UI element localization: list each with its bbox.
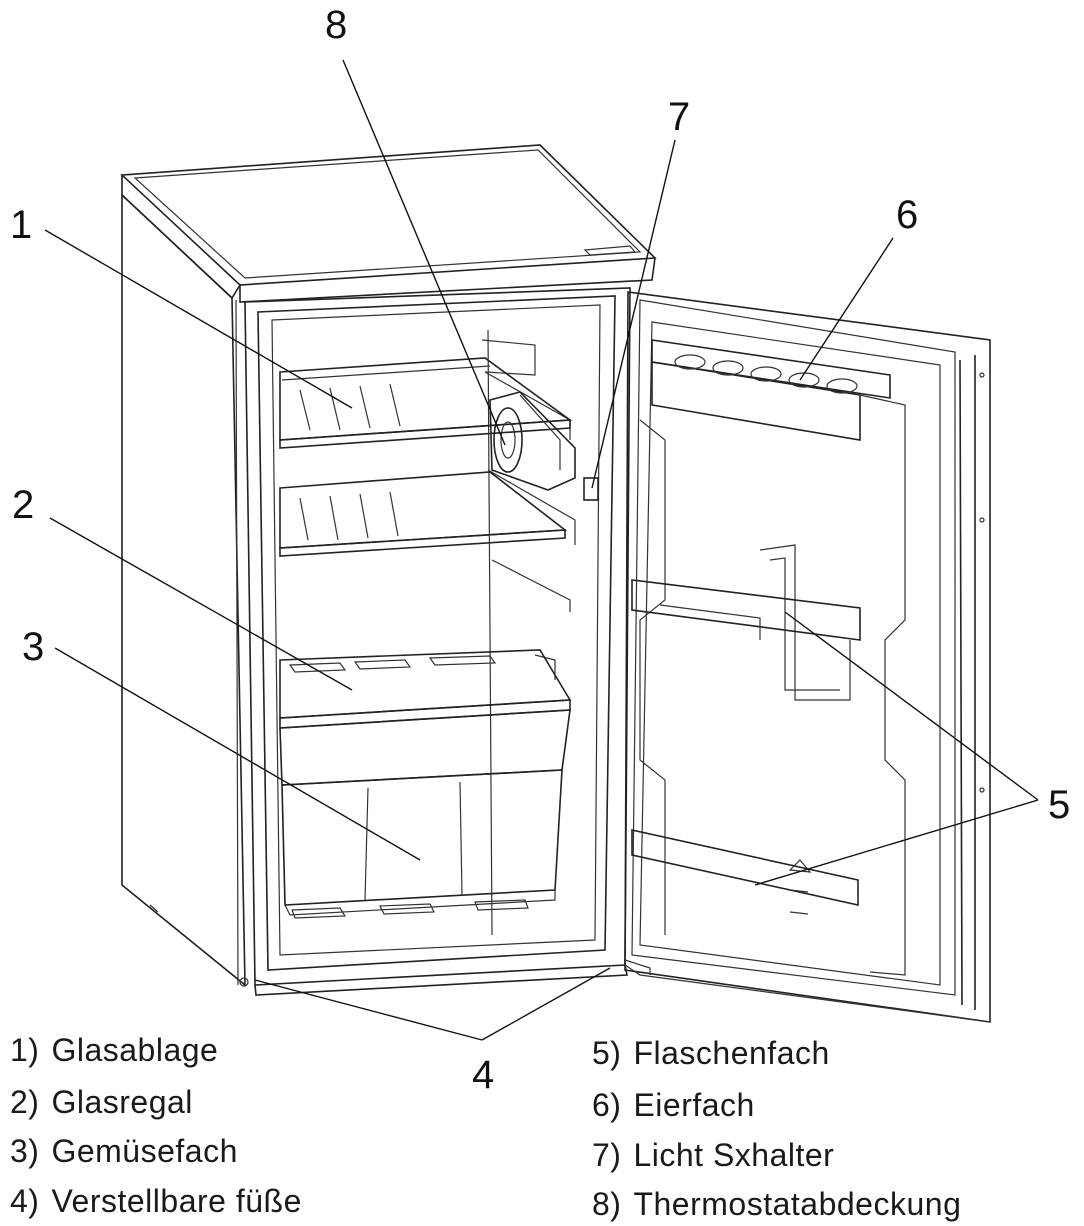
leader-4b [481, 967, 611, 1041]
cabinet-top [120, 144, 657, 303]
thermostat-cover [489, 391, 576, 491]
cabinet-frame [244, 287, 631, 996]
leader-5b [754, 799, 1039, 886]
bottle-shelf-upper [631, 579, 861, 641]
legend-item-label: Glasregal [51, 1084, 193, 1120]
legend-item-4: 4) Verstellbare füße [10, 1183, 302, 1220]
legend-item-7: 7) Licht Sxhalter [592, 1137, 834, 1174]
leader-8 [342, 59, 506, 446]
leader-6 [799, 237, 894, 381]
legend-item-label: Thermostatabdeckung [633, 1186, 962, 1222]
callout-7: 7 [668, 95, 690, 139]
legend-item-label: Verstellbare füße [51, 1183, 302, 1219]
door-liner [639, 394, 906, 976]
legend-item-number: 8) [592, 1186, 622, 1222]
legend-item-number: 1) [10, 1032, 40, 1068]
door [624, 291, 991, 1023]
callout-4: 4 [472, 1053, 494, 1097]
callout-1: 1 [10, 203, 32, 247]
light-switch [583, 477, 599, 501]
bottle-shelf-lower [631, 829, 859, 915]
legend-item-number: 6) [592, 1087, 622, 1123]
glass-shelf-top [279, 357, 573, 449]
legend-item-8: 8) Thermostatabdeckung [592, 1186, 961, 1223]
crisper-glass-cover [279, 649, 572, 729]
legend-item-label: Glasablage [51, 1032, 219, 1068]
legend-item-label: Licht Sxhalter [633, 1137, 835, 1173]
leader-4a [254, 979, 483, 1041]
legend-item-label: Gemüsefach [51, 1133, 238, 1169]
legend-item-number: 7) [592, 1137, 622, 1173]
shelf-rails [481, 339, 576, 680]
legend-item-3: 3) Gemüsefach [10, 1133, 238, 1170]
leader-lines [44, 59, 1039, 1041]
callout-6: 6 [896, 193, 918, 237]
legend-item-2: 2) Glasregal [10, 1084, 193, 1121]
legend-item-number: 5) [592, 1035, 622, 1071]
leader-3 [54, 647, 421, 861]
legend-item-number: 4) [10, 1183, 40, 1219]
legend-item-number: 3) [10, 1133, 40, 1169]
leader-5a [784, 611, 1039, 801]
leader-1 [44, 229, 353, 409]
callout-numbers: 1 2 3 4 5 6 7 8 [10, 3, 1070, 1097]
legend-item-label: Eierfach [633, 1087, 755, 1123]
leader-7 [591, 139, 676, 489]
legend-item-6: 6) Eierfach [592, 1087, 755, 1124]
callout-3: 3 [22, 625, 44, 669]
egg-tray [651, 339, 891, 441]
legend-item-5: 5) Flaschenfach [592, 1035, 830, 1072]
callout-8: 8 [325, 3, 347, 47]
legend-item-1: 1) Glasablage [10, 1032, 218, 1069]
glass-shelf-middle [279, 471, 568, 557]
legend-item-label: Flaschenfach [633, 1035, 830, 1071]
callout-2: 2 [12, 483, 34, 527]
crisper-drawer [279, 709, 571, 919]
callout-5: 5 [1048, 783, 1070, 827]
legend-item-number: 2) [10, 1084, 40, 1120]
cabinet-side [121, 193, 249, 987]
leader-2 [49, 517, 353, 691]
